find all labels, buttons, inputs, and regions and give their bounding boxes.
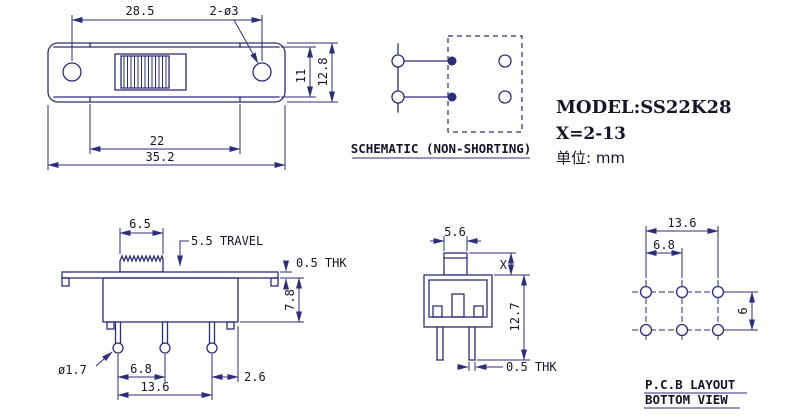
pcb-layout-view: 13.6 6.8 6 P.C.B LAYOUT BOTTOM VIEW [632,216,758,409]
pcb-pad [711,323,725,337]
dim-knob-height: X [500,258,508,272]
slider-knob-front [119,254,164,273]
dim-hole-pitch: 28.5 [126,4,155,18]
dim-knob-width: 6.5 [129,217,151,231]
top-view: 28.5 2-ø3 11 12.8 22 35.2 [47,4,338,170]
pcb-caption-line1: P.C.B LAYOUT [645,377,735,392]
dim-hole-callout: 2-ø3 [210,4,239,18]
slider-contact-boundary [447,35,523,133]
pcb-pad [711,285,725,299]
model-info: MODEL:SS22K28 X=2-13 单位: mm [556,97,732,167]
terminal-left-bottom [391,90,405,104]
dim-overall-width: 35.2 [146,150,175,164]
side-view: 5.6 X 12.7 0.5 THK [423,225,557,374]
dim-pad-span: 13.6 [668,216,697,230]
dim-body-height: 7.8 [283,289,297,311]
dim-travel: 5.5 TRAVEL [191,234,263,248]
common-contact-top [447,56,457,66]
switch-bracket-outline [47,42,286,103]
dim-body-width: 22 [150,134,164,148]
pin-2 [161,321,169,345]
dim-knob-width-side: 5.6 [444,225,466,239]
unit-label: 单位: mm [556,149,625,167]
pcb-pad [639,323,653,337]
dim-outer-height: 12.8 [316,58,330,87]
slider-window [114,53,187,91]
schematic-view: SCHEMATIC (NON-SHORTING) [351,35,532,159]
model-number: MODEL:SS22K28 [556,97,732,118]
mounting-hole-right [252,62,272,82]
common-contact-bottom [447,92,457,102]
schematic-caption: SCHEMATIC (NON-SHORTING) [351,141,532,156]
pin-side-left [436,326,444,361]
dim-pin-offset: 2.6 [244,370,266,384]
terminal-left-top [391,54,405,68]
terminal-right-bottom [498,90,512,104]
dim-inner-height: 11 [294,69,308,83]
dim-row-pitch: 6 [736,307,750,314]
pin-1 [114,321,122,345]
dim-pin-thickness: 0.5 THK [506,360,557,374]
front-view: 6.5 5.5 TRAVEL 0.5 THK 7.8 ø1.7 6.8 2.6 … [58,217,347,400]
dim-pin-diameter: ø1.7 [58,363,87,377]
dim-overall-height: 12.7 [508,303,522,332]
dim-pad-pitch: 6.8 [653,238,675,252]
switch-body-front [102,277,239,323]
pcb-pad [639,285,653,299]
mounting-plate [61,271,279,279]
pcb-caption-line2: BOTTOM VIEW [645,392,728,407]
x-range: X=2-13 [556,124,626,144]
pcb-pad [675,323,689,337]
switch-body-side [423,274,493,328]
pin-side-right [468,326,476,361]
terminal-right-top [498,54,512,68]
mounting-hole-left [62,62,82,82]
slider-knob-side [443,252,468,276]
dim-pin-span: 13.6 [141,380,170,394]
dim-plate-thickness: 0.5 THK [296,256,347,270]
pcb-pad [675,285,689,299]
dim-pin-pitch: 6.8 [130,362,152,376]
pin-3 [208,321,216,345]
